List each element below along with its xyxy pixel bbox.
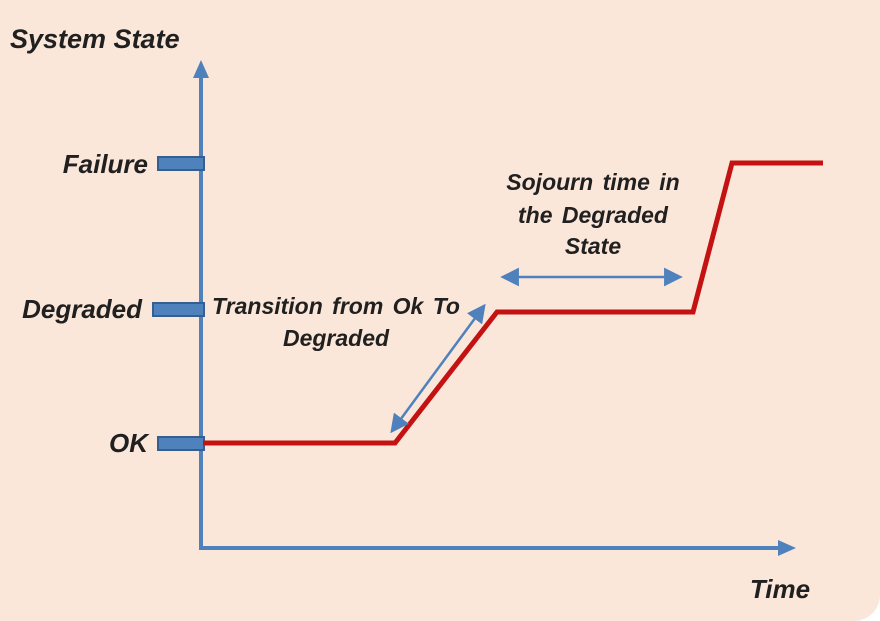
tick-bar-degraded (152, 302, 205, 317)
tick-bar-ok (157, 436, 205, 451)
sojourn-annotation-line1: Sojourn time in (506, 169, 679, 195)
x-axis-label: Time (750, 574, 810, 604)
y-axis-arrowhead-icon (193, 60, 209, 78)
x-axis-arrowhead-icon (778, 540, 796, 556)
tick-bar-failure (157, 156, 205, 171)
transition-annotation-line1: Transition from Ok To (212, 293, 460, 319)
tick-label-ok: OK (109, 428, 150, 458)
tick-label-failure: Failure (63, 149, 148, 179)
transition-annotation-line2: Degraded (283, 325, 390, 351)
state-trajectory-line (203, 160, 823, 446)
tick-label-degraded: Degraded (22, 294, 143, 324)
y-axis-title: System State (10, 24, 180, 54)
transition-double-arrow-icon (390, 303, 486, 434)
sojourn-annotation-line2: the Degraded (518, 202, 669, 228)
sojourn-annotation-line3: State (565, 233, 621, 259)
